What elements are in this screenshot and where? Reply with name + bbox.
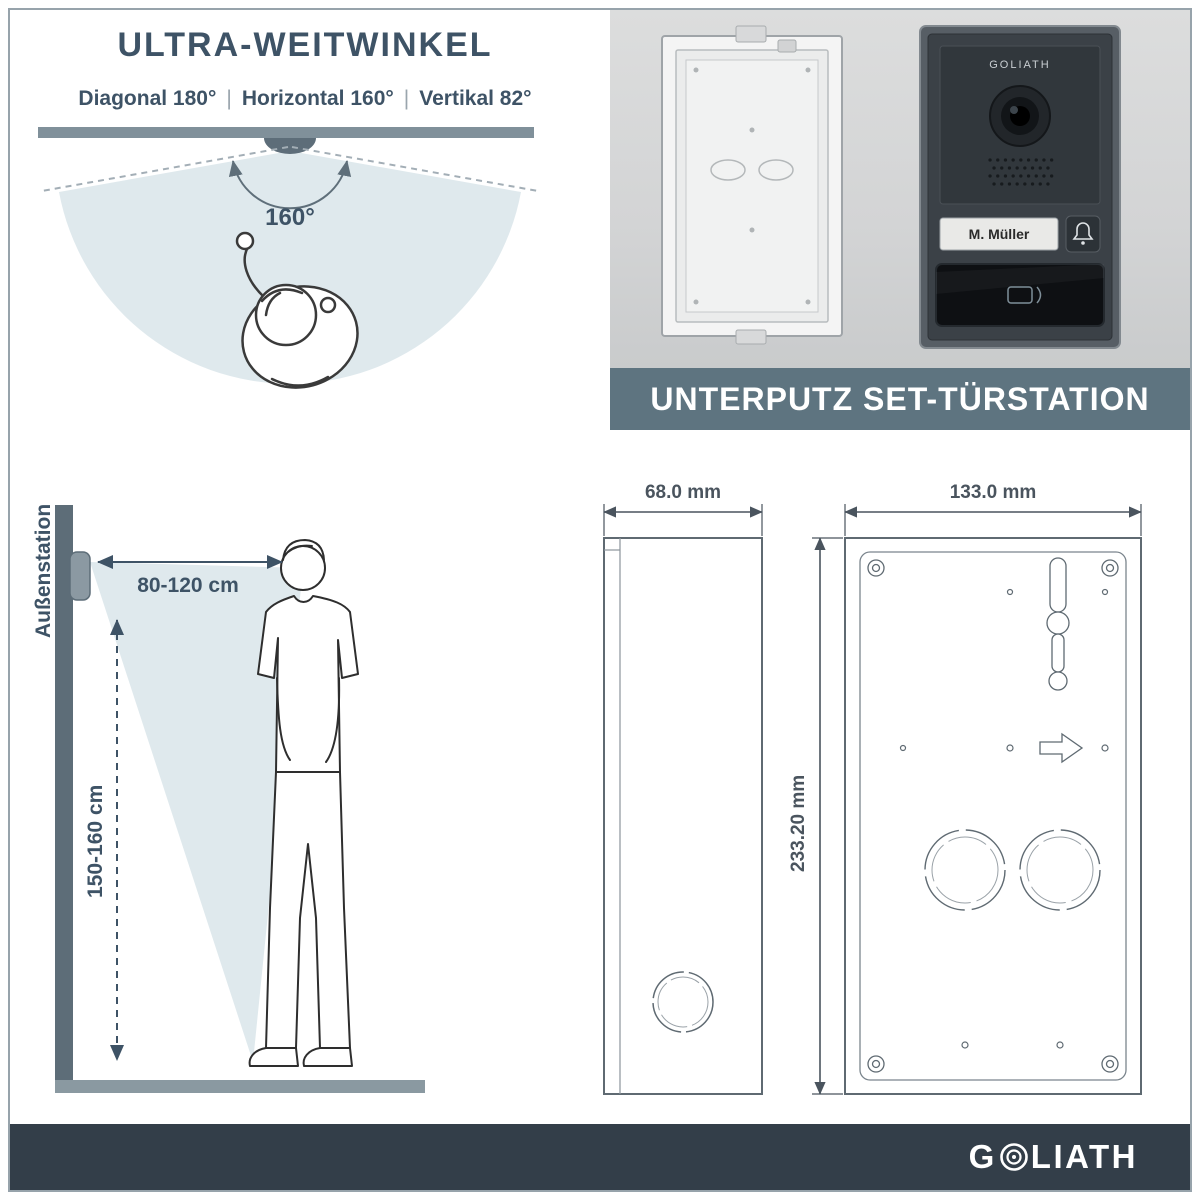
logo-o-icon	[999, 1143, 1028, 1171]
camera-lens	[989, 85, 1051, 147]
corner-screws	[867, 559, 1119, 1073]
small-holes	[899, 588, 1109, 1049]
wide-angle-section: ULTRA-WEITWINKEL Diagonal 180° | Horizonta…	[30, 26, 580, 403]
rfid-reader	[935, 263, 1105, 327]
spec-separator: |	[226, 87, 232, 110]
spec-diagonal: Diagonal 180°	[78, 87, 217, 110]
angle-specs: Diagonal 180° | Horizontal 160° | Vertikal 8…	[30, 87, 580, 111]
door-station-illustration: GOLIATH M. Müller	[919, 25, 1121, 349]
height-label: 233.20 mm	[788, 775, 809, 872]
camera-angle-diagram: 160°	[38, 127, 539, 389]
person-height-label: 150-160 cm	[84, 785, 107, 898]
bell-icon	[1072, 222, 1094, 245]
product-banner: UNTERPUTZ SET-TÜRSTATION	[610, 368, 1190, 430]
flush-mount-box-illustration	[661, 25, 843, 345]
width-dimension: 133.0 mm	[844, 482, 1142, 536]
nameplate-text: M. Müller	[969, 226, 1030, 242]
station-label: Außenstation	[32, 504, 55, 638]
mount-height-label: 80-120 cm	[137, 574, 239, 597]
mounting-clip	[777, 39, 797, 53]
goliath-logo: G LIATH	[969, 1138, 1138, 1176]
product-photo-drawing: GOLIATH M. Müller	[661, 25, 1121, 349]
outdoor-station-device	[69, 551, 91, 601]
logo-text-liath: LIATH	[1030, 1138, 1138, 1175]
bell-button	[1065, 215, 1101, 253]
cable-knockouts	[924, 829, 1101, 911]
person-top-view-illustration	[235, 231, 359, 389]
depth-label: 68.0 mm	[645, 482, 721, 503]
spec-vertical: Vertikal 82°	[419, 87, 532, 110]
product-photo: GOLIATH M. Müller	[610, 10, 1190, 368]
rfid-card-icon	[1007, 286, 1042, 304]
camera-lens	[264, 138, 316, 154]
mounting-clip	[735, 25, 767, 43]
installation-diagram: Außenstation 80-120 cm 150-160 cm	[32, 504, 425, 1093]
logo-text-g: G	[968, 1138, 997, 1175]
person-standing-illustration	[248, 539, 359, 1067]
depth-dimension: 68.0 mm	[603, 482, 763, 536]
spec-horizontal: Horizontal 160°	[241, 87, 394, 110]
keyhole-slots	[1046, 557, 1070, 691]
wall	[55, 505, 73, 1083]
page-title: ULTRA-WEITWINKEL	[117, 26, 493, 64]
device-brand-text: GOLIATH	[989, 59, 1050, 71]
nameplate	[939, 217, 1059, 251]
side-view-drawing: 68.0 mm	[603, 482, 763, 1095]
cable-knockout	[652, 971, 714, 1033]
cable-knockout-oval	[710, 159, 746, 181]
view-cone	[59, 151, 521, 384]
footer: G LIATH	[10, 1124, 1190, 1190]
spec-separator: |	[403, 87, 410, 110]
angle-arc	[228, 160, 352, 210]
floor	[55, 1080, 425, 1093]
technical-drawings: 68.0 mm	[603, 482, 1142, 1095]
mounting-clip	[735, 329, 767, 345]
front-view-drawing: 133.0 mm 233.20 mm	[788, 482, 1142, 1095]
wall-bar	[38, 127, 534, 138]
direction-arrow	[1039, 732, 1084, 764]
angle-line-left	[41, 146, 289, 192]
height-dimension: 233.20 mm	[788, 537, 843, 1095]
speaker-grille	[988, 158, 1054, 186]
station-view-cone	[90, 562, 303, 1062]
cable-knockout-oval	[758, 159, 794, 181]
angle-label: 160°	[265, 204, 315, 231]
width-label: 133.0 mm	[950, 482, 1037, 503]
angle-line-right	[291, 146, 539, 192]
